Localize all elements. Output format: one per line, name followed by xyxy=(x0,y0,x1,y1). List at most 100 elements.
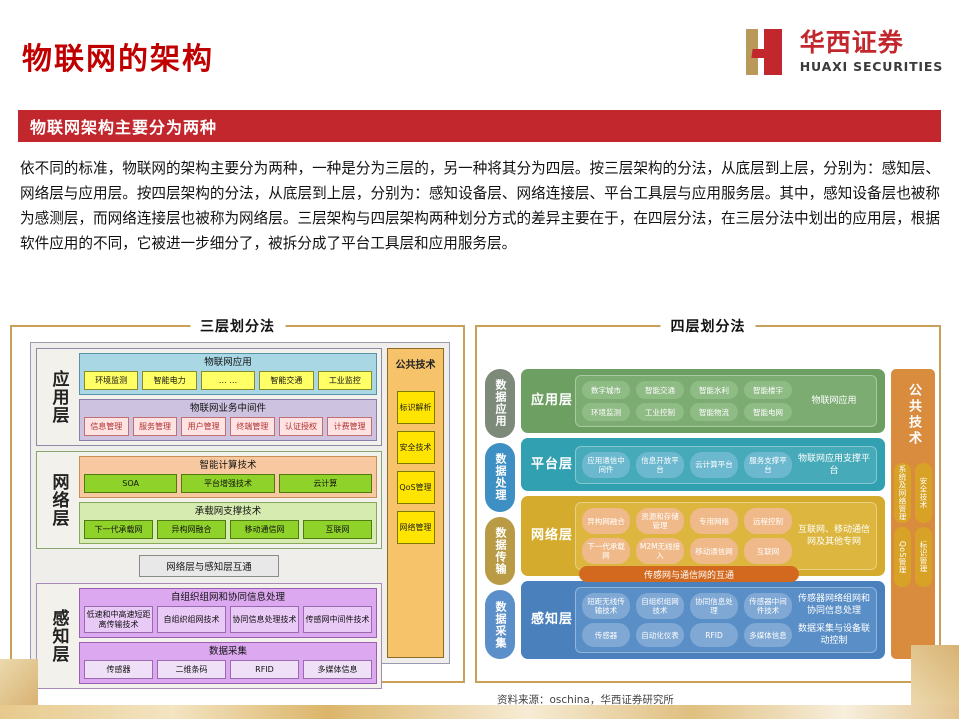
row-label: 应用层 xyxy=(530,393,573,408)
pill[interactable]: 智能楼宇 xyxy=(744,381,792,399)
four-layer-panel: 四层划分法 数据应用 数据处理 数据传输 数据采集 应用层 数字城市 智能交通 … xyxy=(475,316,941,683)
chip[interactable]: 智能交通 xyxy=(259,371,314,390)
row-aside-label: 互联网、移动通信网及其他专网 xyxy=(798,525,871,547)
bridge-network-perception: 网络层与感知层互通 xyxy=(139,555,279,577)
pill[interactable]: RFID xyxy=(690,623,738,647)
pill[interactable]: 专用网络 xyxy=(690,508,738,534)
common-technology-column: 公共技术 标识解析 安全技术 QoS管理 网络管理 xyxy=(387,348,444,658)
pill[interactable]: 智能水利 xyxy=(690,381,738,399)
common-tech-item[interactable]: 标识管理 xyxy=(915,527,932,587)
layer-network-label: 网络层 xyxy=(48,473,69,527)
pill[interactable]: 自动化仪表 xyxy=(636,623,684,647)
chip[interactable]: 异构网融合 xyxy=(157,520,226,539)
row-label: 感知层 xyxy=(530,612,573,627)
chip[interactable]: 下一代承载网 xyxy=(84,520,153,539)
chip[interactable]: RFID xyxy=(230,660,299,679)
common-tech-item[interactable]: QoS管理 xyxy=(396,471,435,504)
chip[interactable]: 多媒体信息 xyxy=(303,660,372,679)
chip[interactable]: 低速和中高速短距离传输技术 xyxy=(84,606,153,633)
chip[interactable]: 自组织组网技术 xyxy=(157,606,226,633)
pill[interactable]: 短距无线传输技术 xyxy=(582,593,630,619)
pill[interactable]: 远程控制 xyxy=(744,508,792,534)
common-technology-column-right: 公共技术 系统及网络管理 安全技术 QoS管理 标识管理 xyxy=(891,369,935,659)
chip[interactable]: 计费管理 xyxy=(327,417,373,436)
source-note: 资料来源：oschina，华西证券研究所 xyxy=(497,694,674,706)
pill[interactable]: 异构网融合 xyxy=(582,508,630,534)
layer-network: 网络层 智能计算技术 SOA 平台增强技术 云计算 承载网支撑技术 下一代承载 xyxy=(36,451,382,549)
chip[interactable]: 信息管理 xyxy=(83,417,129,436)
chip[interactable]: 互联网 xyxy=(303,520,372,539)
company-logo: 华西证券 HUAXI SECURITIES xyxy=(744,27,943,77)
chip[interactable]: 用户管理 xyxy=(181,417,226,436)
three-layer-diagram: 应用层 物联网应用 环境监测 智能电力 … … 智能交通 工业监控 物联网业 xyxy=(30,342,450,689)
rail-item-data-transmission[interactable]: 数据传输 xyxy=(485,516,515,586)
pill[interactable]: 智能电网 xyxy=(744,403,792,421)
group-intelligent-computing: 智能计算技术 SOA 平台增强技术 云计算 xyxy=(79,456,377,498)
group-title: 数据采集 xyxy=(208,646,247,657)
common-tech-item[interactable]: 网络管理 xyxy=(396,511,435,544)
row-label: 网络层 xyxy=(530,528,573,543)
pill[interactable]: 多媒体信息 xyxy=(744,623,792,647)
pill[interactable]: 智能物流 xyxy=(690,403,738,421)
group-title: 承载网支撑技术 xyxy=(194,506,262,517)
chip[interactable]: 环境监测 xyxy=(83,371,139,390)
logo-english-name: HUAXI SECURITIES xyxy=(799,58,943,74)
footer-decoration-left xyxy=(0,659,38,705)
pill[interactable]: 移动通信网 xyxy=(690,538,738,564)
group-self-organizing-network: 自组织组网和协同信息处理 低速和中高速短距离传输技术 自组织组网技术 协同信息处… xyxy=(79,588,377,638)
layer-application: 应用层 物联网应用 环境监测 智能电力 … … 智能交通 工业监控 物联网业 xyxy=(36,348,382,446)
group-title: 物联网应用 xyxy=(204,357,252,368)
common-tech-item[interactable]: 标识解析 xyxy=(396,391,435,424)
row-application-layer: 应用层 数字城市 智能交通 智能水利 智能楼宇 环境监测 工业控制 智能物流 xyxy=(521,369,885,433)
row-aside-label: 物联网应用支撑平台 xyxy=(798,453,871,476)
chip[interactable]: 二维条码 xyxy=(157,660,226,679)
pill[interactable]: 应用通信中间件 xyxy=(582,451,630,478)
pill[interactable]: 下一代承载网 xyxy=(582,538,630,564)
chip[interactable]: 传感网中间件技术 xyxy=(303,606,372,633)
row-aside-top-label: 传感器网络组网和协同信息处理 xyxy=(798,594,871,616)
pill[interactable]: 互联网 xyxy=(744,538,792,564)
footer-decoration-band xyxy=(0,705,959,719)
common-tech-item[interactable]: QoS管理 xyxy=(894,527,911,587)
pill[interactable]: 服务支撑平台 xyxy=(744,451,792,478)
pill[interactable]: 传感器中间件技术 xyxy=(744,593,792,619)
logo-chinese-name: 华西证券 xyxy=(799,28,904,58)
rail-item-data-application[interactable]: 数据应用 xyxy=(485,369,515,438)
chip[interactable]: 工业监控 xyxy=(317,371,373,390)
chip[interactable]: 终端管理 xyxy=(230,417,275,436)
chip[interactable]: 传感器 xyxy=(84,660,153,679)
pill[interactable]: 环境监测 xyxy=(582,403,630,421)
chip[interactable]: 云计算 xyxy=(278,474,372,493)
pill[interactable]: 智能交通 xyxy=(636,381,684,399)
chip[interactable]: 智能电力 xyxy=(142,371,197,390)
pill[interactable]: 云计算平台 xyxy=(690,451,738,478)
pill[interactable]: 数字城市 xyxy=(582,381,630,399)
common-tech-item[interactable]: 安全技术 xyxy=(915,463,932,523)
rail-item-data-processing[interactable]: 数据处理 xyxy=(485,442,515,512)
common-technology-title-right: 公共技术 xyxy=(906,383,921,447)
chip[interactable]: SOA xyxy=(84,474,178,493)
common-tech-item[interactable]: 系统及网络管理 xyxy=(894,463,911,523)
chip[interactable]: … … xyxy=(200,371,256,390)
interconnect-bar: 传感网与通信网的互通 xyxy=(579,566,799,582)
pill[interactable]: M2M无线接入 xyxy=(636,538,684,564)
pill[interactable]: 传感器 xyxy=(582,623,630,647)
chip[interactable]: 服务管理 xyxy=(132,417,178,436)
section-heading-bar: 物联网架构主要分为两种 xyxy=(18,110,941,142)
chip[interactable]: 认证授权 xyxy=(278,417,324,436)
chip[interactable]: 协同信息处理技术 xyxy=(230,606,299,633)
chip[interactable]: 平台增强技术 xyxy=(181,474,275,493)
footer-decoration-right xyxy=(911,645,959,705)
row-aside-label: 物联网应用 xyxy=(811,396,857,406)
group-title: 智能计算技术 xyxy=(199,460,257,471)
common-technology-title: 公共技术 xyxy=(395,360,436,371)
group-title: 物联网业务中间件 xyxy=(189,403,266,414)
pill[interactable]: 工业控制 xyxy=(636,403,684,421)
common-tech-item[interactable]: 安全技术 xyxy=(396,431,435,464)
pill[interactable]: 资源和存储管理 xyxy=(636,508,684,534)
rail-item-data-collection[interactable]: 数据采集 xyxy=(485,590,515,659)
pill[interactable]: 自组织组网技术 xyxy=(636,593,684,619)
pill[interactable]: 信息开放平台 xyxy=(636,451,684,478)
pill[interactable]: 协同信息处理 xyxy=(690,593,738,619)
chip[interactable]: 移动通信网 xyxy=(230,520,299,539)
